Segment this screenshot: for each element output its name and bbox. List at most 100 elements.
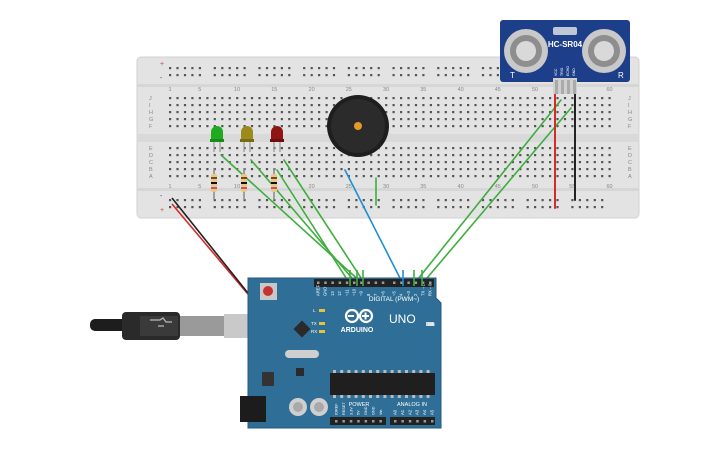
sensor-pin-label: GND: [572, 68, 576, 76]
arduino-model: UNO: [389, 312, 416, 326]
row-letter: B: [149, 167, 153, 173]
digital-pin-label: RX←0: [428, 283, 433, 296]
resistor-1[interactable]: [211, 168, 217, 200]
column-number: 30: [383, 184, 389, 190]
column-number: 35: [420, 87, 426, 93]
column-number: 60: [606, 184, 612, 190]
digital-pin-label: ~5: [392, 291, 397, 296]
column-number: 10: [234, 87, 240, 93]
power-pin-label: IOREF: [335, 403, 339, 415]
tx-label: TX: [311, 321, 317, 326]
row-letter: A: [628, 174, 632, 180]
usb-cable[interactable]: [90, 312, 252, 340]
led-yellow[interactable]: [240, 126, 254, 152]
led-green[interactable]: [210, 126, 224, 152]
row-letter: J: [628, 96, 631, 102]
column-number: 20: [309, 184, 315, 190]
power-jack[interactable]: [240, 396, 266, 422]
column-number: 40: [458, 87, 464, 93]
row-letter: A: [149, 174, 153, 180]
power-label: POWER: [349, 402, 370, 408]
analog-pin-label: A3: [415, 409, 420, 415]
analog-pin-label: A1: [400, 409, 405, 415]
row-letter: D: [149, 153, 153, 159]
row-letter: H: [149, 110, 153, 116]
row-letter: F: [628, 124, 632, 130]
transducer-r: [582, 29, 626, 73]
digital-pin-label: 7: [373, 293, 378, 296]
wire-yellow-led[interactable]: [250, 159, 358, 285]
sensor-pin-label: TRIG: [560, 67, 564, 76]
sensor-pin-label: VCC: [554, 68, 558, 76]
column-number: 5: [198, 184, 201, 190]
microcontroller-chip: [330, 373, 435, 395]
resistors: [211, 168, 277, 200]
column-number: 50: [532, 184, 538, 190]
sensor-model-label: HC-SR04: [548, 40, 583, 49]
row-letter: J: [149, 96, 152, 102]
digital-pin-label: 8: [366, 293, 371, 296]
digital-pin-label: 13: [330, 291, 335, 296]
wire-led-return[interactable]: [283, 159, 366, 285]
power-pin-label: GND: [364, 406, 368, 415]
column-number: 40: [458, 184, 464, 190]
analog-header[interactable]: [390, 417, 435, 425]
sensor-r-mark: R: [618, 71, 624, 80]
resistor-3[interactable]: [271, 168, 277, 200]
piezo-buzzer[interactable]: [327, 95, 389, 157]
reset-button[interactable]: [263, 286, 273, 296]
wire-trig[interactable]: [413, 99, 562, 285]
wire-red-led[interactable]: [276, 169, 351, 285]
row-letter: D: [628, 153, 632, 159]
breadboard-holes: [169, 67, 611, 209]
wire-echo[interactable]: [421, 107, 572, 285]
analog-label: ANALOG IN: [397, 402, 427, 408]
column-number: 5: [198, 87, 201, 93]
row-letter: B: [628, 167, 632, 173]
row-letter: F: [149, 124, 153, 130]
column-number: 15: [271, 87, 277, 93]
row-letter: E: [628, 146, 632, 152]
power-pin-label: GND: [372, 406, 376, 415]
column-number: 1: [168, 184, 171, 190]
digital-pin-label: 2: [413, 293, 418, 296]
rail-minus-label-bottom: -: [160, 193, 163, 200]
power-pin-label: Vin: [379, 410, 383, 415]
led-red[interactable]: [270, 126, 284, 152]
digital-label: DIGITAL (PWM~): [369, 296, 419, 303]
digital-pins: [317, 281, 432, 284]
digital-pin-label: AREF: [316, 284, 321, 296]
column-number: 20: [309, 87, 315, 93]
wire-blue-buzzer[interactable]: [344, 169, 404, 285]
arduino-brand: ARDUINO: [341, 327, 374, 334]
on-label: ON: [428, 322, 435, 327]
digital-header[interactable]: [314, 279, 434, 287]
sensor-pin-label: ECHO: [566, 66, 570, 76]
analog-pin-label: A5: [430, 409, 435, 415]
column-number: 10: [234, 184, 240, 190]
power-pin-label: RESET: [342, 402, 346, 415]
resistor-2[interactable]: [241, 168, 247, 200]
rail-minus-label-top: -: [160, 75, 163, 82]
row-letter: G: [149, 117, 153, 123]
row-letter: E: [149, 146, 153, 152]
analog-pin-label: A0: [393, 409, 398, 415]
analog-pin-label: A4: [422, 409, 427, 415]
rail-plus-label-bottom: +: [160, 207, 164, 214]
arduino-logo: [344, 308, 374, 324]
row-letter: I: [149, 103, 151, 109]
digital-pin-label: ~6: [380, 291, 385, 296]
column-number: 30: [383, 87, 389, 93]
column-number: 45: [495, 184, 501, 190]
rx-label: RX: [311, 329, 317, 334]
digital-pin-label: ~11: [344, 289, 349, 296]
digital-pin-label: ~10: [352, 288, 357, 296]
row-letter: H: [628, 110, 632, 116]
column-number: 60: [606, 87, 612, 93]
